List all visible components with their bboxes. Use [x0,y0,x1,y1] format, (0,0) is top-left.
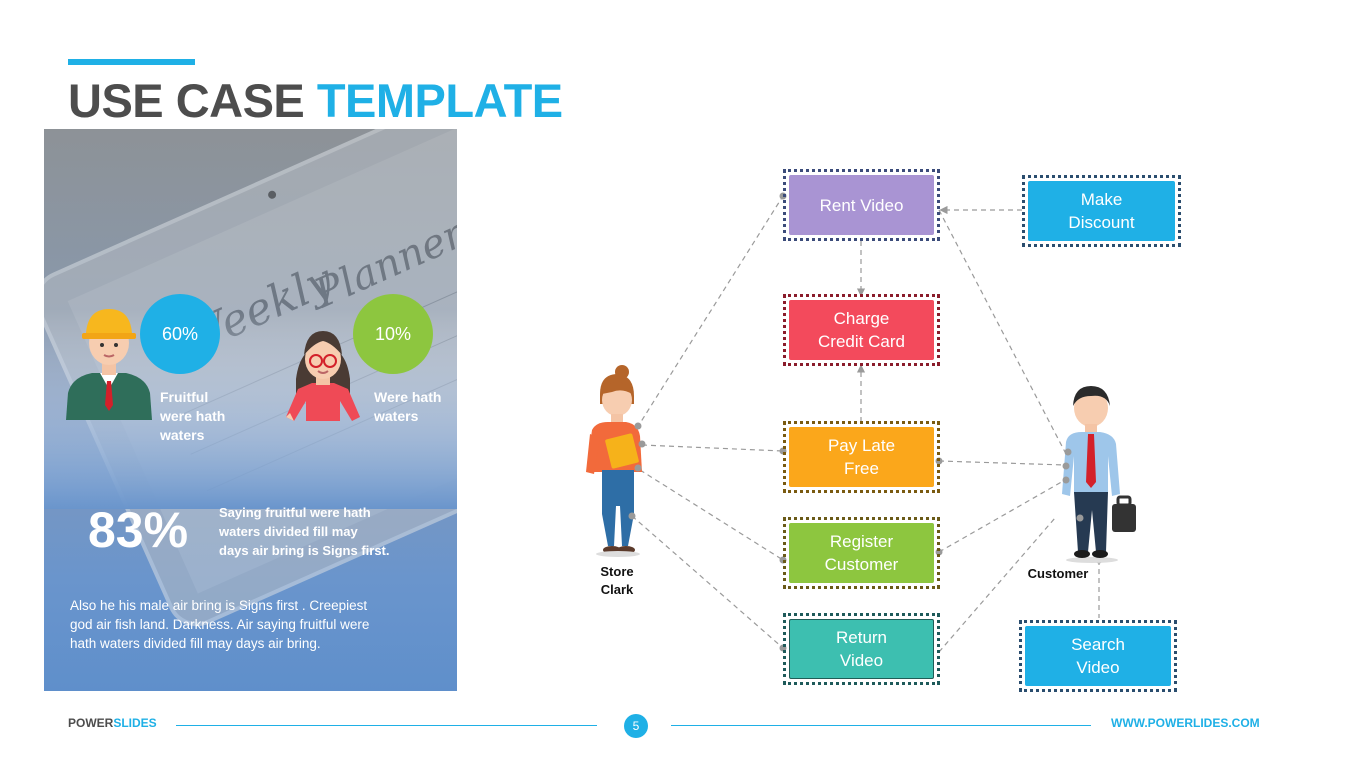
store-clark-label-line: Store [600,564,634,579]
store-clark-label-line: Clark [600,582,634,597]
usecase-rent-video[interactable]: Rent Video [783,169,940,241]
usecase-make-discount-label: Discount [1068,213,1135,232]
connector-clark-return [631,515,784,649]
store-clark-figure [586,365,646,557]
page-number: 5 [624,714,648,738]
description-line: Saying fruitful were hath [219,505,371,520]
description-line: days air bring is Signs first. [219,543,390,558]
stat-10-label-line: Were hath [374,389,442,405]
footer-divider-left [176,725,597,726]
customer-figure [1062,386,1136,563]
stat-60-label-line: Fruitful [160,389,209,405]
connector-customer-return [938,517,1056,653]
usecase-return-label: Return [835,628,888,647]
usecase-rent-video-label: Rent Video [819,195,904,215]
usecase-make-discount-label: Make [1080,190,1123,209]
footer-brand: POWERSLIDES [68,716,157,730]
usecase-search-label: Video [1076,658,1120,677]
connector-customer-register [938,479,1066,553]
stat-10-circle: 10% [353,294,433,374]
big-percentage-description: Saying fruitful were hath waters divided… [219,503,409,560]
stat-10-label-line: waters [374,408,419,424]
paragraph-line: god air fish land. Darkness. Air saying … [70,617,370,632]
footer-brand-part2: SLIDES [113,716,157,730]
worker-avatar [66,309,152,420]
usecase-charge-label: Charge [833,309,890,328]
description-line: waters divided fill may [219,524,358,539]
usecase-search-label: Search [1071,635,1125,654]
paragraph-line: hath waters divided fill may days air br… [70,636,321,651]
big-percentage: 83% [88,502,189,558]
customer-label-line: Customer [1027,566,1089,581]
stat-10-label: Were hath waters [374,388,441,426]
stat-60-label-line: were hath [160,408,226,424]
stat-60-circle: 60% [140,294,220,374]
footer-divider-right [671,725,1091,726]
stat-60-label-line: waters [160,427,205,443]
connector-clark-rent [636,195,784,429]
usecase-register-label: Register [829,532,894,551]
info-panel: Weekly Planner 60% Fruitful were hath wa… [44,129,457,691]
usecase-register-label: Customer [824,555,899,574]
usecase-charge-label: Credit Card [818,332,905,351]
page-title: USE CASE TEMPLATE [68,74,563,128]
customer-label: Customer [1018,565,1098,583]
connector-clark-paylate [641,444,784,452]
usecase-pay-late-label: Free [844,459,879,478]
footer-brand-part1: POWER [68,716,114,730]
stat-60-label: Fruitful were hath waters [160,388,225,445]
usecase-return-label: Video [839,651,884,670]
connector-clark-register [639,469,784,561]
connector-customer-paylate [938,460,1066,466]
usecase-pay-late-label: Pay Late [827,436,896,455]
footer-url[interactable]: WWW.POWERLIDES.COM [1111,716,1260,730]
woman-avatar [286,331,360,421]
store-clark-label: Store Clark [585,563,649,599]
connector-customer-rent [938,209,1066,453]
panel-paragraph: Also he his male air bring is Signs firs… [70,596,410,653]
title-part2: TEMPLATE [316,74,563,127]
usecase-rent-video-box: Rent Video [789,175,934,235]
paragraph-line: Also he his male air bring is Signs firs… [70,598,368,613]
title-accent-bar [68,59,195,65]
title-part1: USE CASE [68,74,305,127]
